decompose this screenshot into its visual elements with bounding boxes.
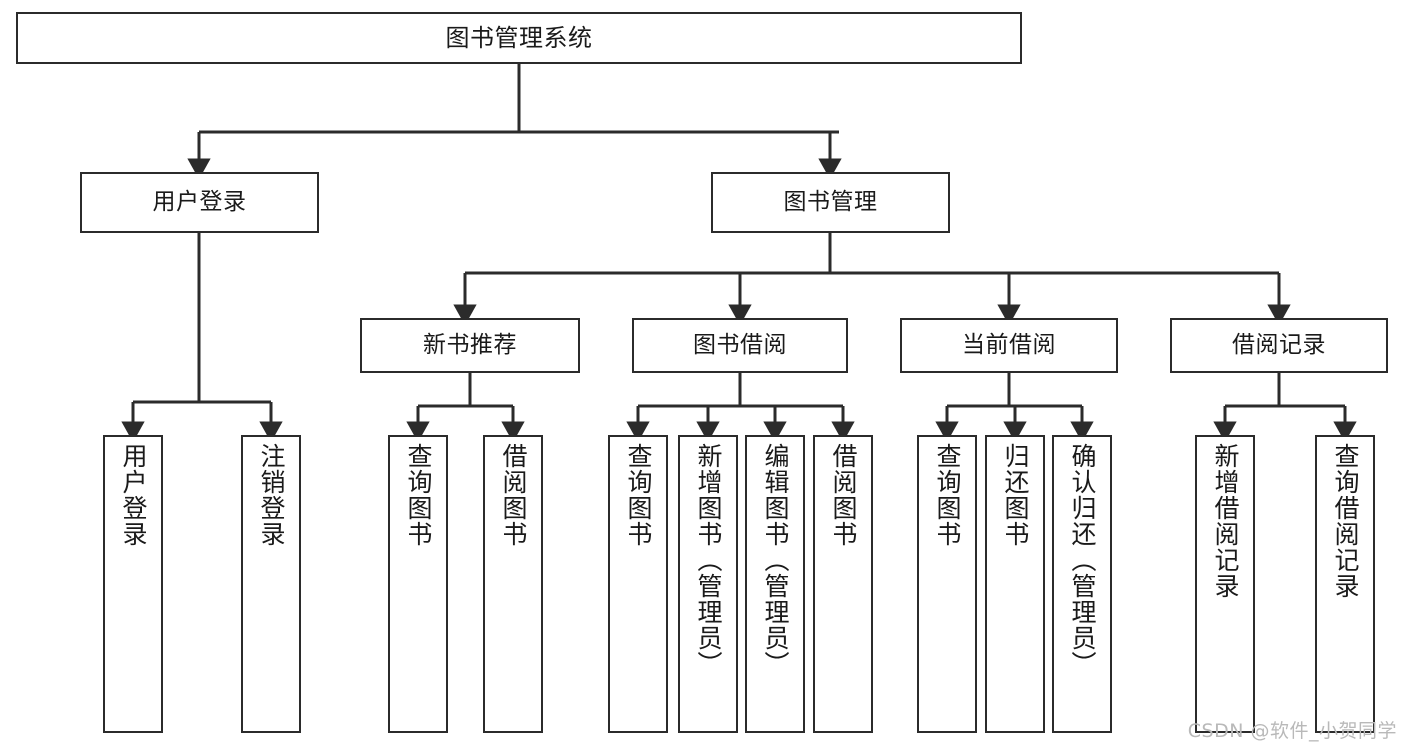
node-current-borrow[interactable]: 当前借阅 (900, 318, 1118, 373)
node-user-login[interactable]: 用户登录 (80, 172, 319, 233)
node-label: 注销登录 (257, 443, 286, 547)
node-label: 当前借阅 (962, 331, 1056, 358)
node-label: 用户登录 (119, 443, 148, 547)
leaf-recommend-borrow-book[interactable]: 借阅图书 (483, 435, 543, 733)
node-label: 借阅图书 (829, 443, 858, 547)
node-label: 编辑图书（管理员） (761, 443, 790, 677)
node-label: 新增借阅记录 (1211, 443, 1240, 599)
node-label: 图书借阅 (693, 331, 787, 358)
leaf-record-query-record[interactable]: 查询借阅记录 (1315, 435, 1375, 733)
leaf-borrow-borrow-book[interactable]: 借阅图书 (813, 435, 873, 733)
node-book-borrow[interactable]: 图书借阅 (632, 318, 848, 373)
node-label: 用户登录 (152, 188, 247, 215)
leaf-borrow-edit-book-admin[interactable]: 编辑图书（管理员） (745, 435, 805, 733)
node-label: 查询图书 (624, 443, 653, 547)
leaf-recommend-query-book[interactable]: 查询图书 (388, 435, 448, 733)
leaf-current-confirm-return-admin[interactable]: 确认归还（管理员） (1052, 435, 1112, 733)
leaf-current-return-book[interactable]: 归还图书 (985, 435, 1045, 733)
leaf-user-login-logout[interactable]: 注销登录 (241, 435, 301, 733)
node-label: 确认归还（管理员） (1068, 443, 1097, 677)
node-label: 图书管理系统 (445, 23, 593, 52)
node-label: 查询图书 (933, 443, 962, 547)
leaf-borrow-add-book-admin[interactable]: 新增图书（管理员） (678, 435, 738, 733)
leaf-user-login-login[interactable]: 用户登录 (103, 435, 163, 733)
node-label: 新增图书（管理员） (694, 443, 723, 677)
node-root-system[interactable]: 图书管理系统 (16, 12, 1022, 64)
node-label: 查询图书 (404, 443, 433, 547)
leaf-record-add-record[interactable]: 新增借阅记录 (1195, 435, 1255, 733)
node-label: 图书管理 (783, 188, 878, 215)
node-label: 新书推荐 (423, 331, 517, 358)
leaf-borrow-query-book[interactable]: 查询图书 (608, 435, 668, 733)
node-new-book-recommend[interactable]: 新书推荐 (360, 318, 580, 373)
node-label: 借阅图书 (499, 443, 528, 547)
node-book-management[interactable]: 图书管理 (711, 172, 950, 233)
node-label: 借阅记录 (1232, 331, 1326, 358)
node-label: 归还图书 (1001, 443, 1030, 547)
csdn-watermark: CSDN @软件_小贺同学 (1187, 720, 1397, 742)
leaf-current-query-book[interactable]: 查询图书 (917, 435, 977, 733)
node-borrow-record[interactable]: 借阅记录 (1170, 318, 1388, 373)
node-label: 查询借阅记录 (1331, 443, 1360, 599)
